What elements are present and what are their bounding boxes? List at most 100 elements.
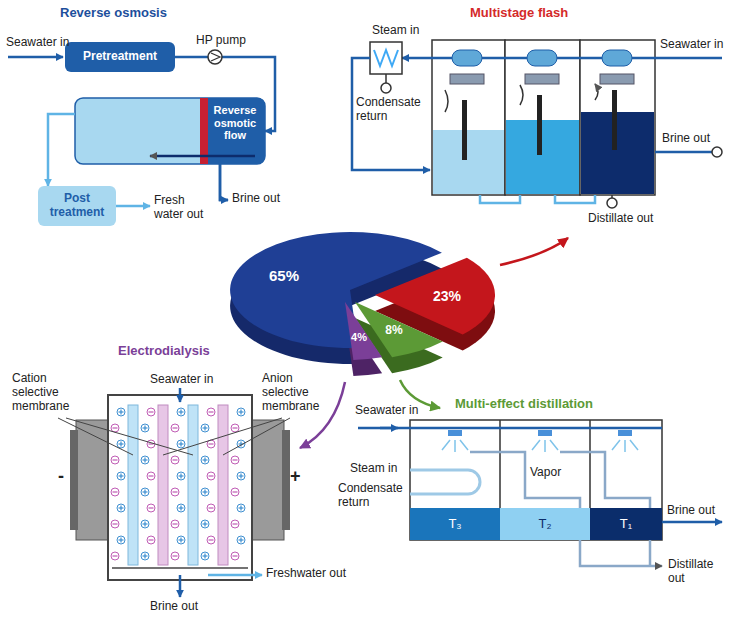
flow-label: Steam in (350, 462, 397, 476)
ion-symbols (113, 523, 118, 524)
msf-illustration (445, 84, 598, 112)
ion-symbols (171, 424, 179, 432)
ed-illustration (58, 418, 290, 455)
flow-label: Steam in (372, 24, 419, 38)
ion-symbols (237, 472, 245, 480)
ion-symbols (180, 538, 181, 543)
msf-illustration (480, 195, 595, 203)
med-illustration (500, 420, 590, 508)
ion-symbols (204, 522, 205, 527)
ed-illustration (218, 405, 228, 565)
ro-illustration (8, 57, 265, 206)
ion-symbols (171, 456, 179, 464)
ro-illustration (8, 56, 63, 59)
membrane-vessel: Reverse osmotic flow (75, 98, 265, 164)
ion-symbols (144, 554, 145, 559)
ro-illustration (220, 164, 228, 200)
ro-illustration (208, 98, 265, 164)
ion-symbols (141, 424, 149, 432)
ion-symbols (141, 552, 149, 560)
ion-symbols (173, 523, 178, 524)
ion-symbols (177, 472, 185, 480)
node-text: Pretreatment (83, 50, 157, 64)
msf-illustration (600, 74, 634, 84)
ion-symbols (144, 490, 145, 495)
effect-band: T₁ (590, 508, 662, 540)
pie-chart (230, 232, 568, 448)
ion-symbols (231, 552, 239, 560)
msf-illustration (580, 40, 655, 195)
ion-symbols (111, 520, 119, 528)
panel-title: Multi-effect distillation (455, 397, 593, 412)
percent-label: 4% (351, 331, 367, 344)
ion-symbols (201, 424, 209, 432)
flow-label: Brine out (667, 504, 715, 518)
node-text: T₁ (620, 517, 632, 532)
reverse-flow-arrow (150, 155, 255, 158)
ion-symbols (141, 520, 149, 528)
ion-symbols (209, 411, 214, 412)
ion-symbols (180, 410, 181, 415)
ion-symbols (209, 443, 214, 444)
flow-label: Seawater in (150, 373, 213, 387)
msf-illustration (612, 90, 617, 150)
ed-illustration (76, 420, 108, 540)
flow-label: Condensate return (356, 96, 428, 124)
ion-symbols (111, 424, 119, 432)
ion-symbols (149, 539, 154, 540)
ion-symbols (233, 491, 238, 492)
pump-symbol (211, 53, 220, 61)
ion-symbols (120, 506, 121, 511)
ion-symbols (177, 536, 185, 544)
pie-chart (500, 238, 568, 265)
ion-symbols (113, 555, 118, 556)
flow-label: Condensate return (338, 482, 406, 510)
ion-symbols (117, 536, 125, 544)
ion-symbols (204, 554, 205, 559)
msf-illustration (432, 40, 505, 195)
connector-layer (48, 57, 275, 186)
ion-symbols (117, 408, 125, 416)
ion-symbols (233, 427, 238, 428)
ion-symbols (209, 475, 214, 476)
med-illustration (618, 430, 632, 436)
ion-symbols (117, 504, 125, 512)
flow-label: Vapor (530, 466, 561, 480)
msf-illustration (452, 50, 482, 66)
ion-symbols (147, 408, 155, 416)
panel-title: Multistage flash (470, 6, 568, 21)
ion-symbols (144, 458, 145, 463)
ion-symbols (204, 490, 205, 495)
polarity-sign: - (58, 466, 64, 487)
ed-illustration (58, 388, 290, 597)
ion-symbols (201, 456, 209, 464)
msf-illustration (402, 57, 722, 60)
flow-label: Distillate out (668, 558, 726, 586)
ion-symbols (147, 504, 155, 512)
flow-connector (48, 114, 75, 186)
ion-symbols (231, 520, 239, 528)
ion-symbols (204, 426, 205, 431)
ion-symbols (201, 488, 209, 496)
ion-symbols (207, 504, 215, 512)
flow-label: Seawater in (6, 36, 69, 50)
flow-label: Distillate out (588, 212, 653, 226)
node-text: Reverse osmotic flow (209, 104, 261, 142)
ion-symbols (113, 459, 118, 460)
msf-illustration (450, 74, 484, 84)
ion-symbols (201, 552, 209, 560)
ion-symbols (173, 427, 178, 428)
ed-illustration (108, 395, 252, 580)
ro-illustration (200, 98, 208, 164)
part-label: HP pump (196, 34, 246, 48)
ion-symbols (141, 488, 149, 496)
pump-symbol (208, 50, 222, 64)
ion-symbols (180, 442, 181, 447)
ed-illustration (188, 405, 198, 565)
msf-illustration (602, 50, 632, 66)
ion-symbols (173, 491, 178, 492)
flow-label: Seawater in (660, 38, 723, 52)
ion-symbols (113, 427, 118, 428)
ed-illustration (282, 430, 290, 530)
process-box: Pretreatment (65, 42, 175, 72)
